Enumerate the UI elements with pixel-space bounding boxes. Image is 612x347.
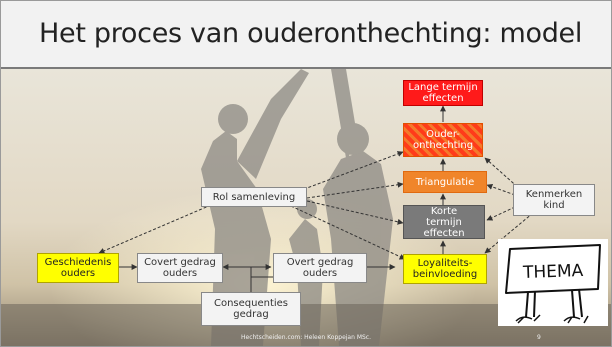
node-label: Loyaliteits-beinvloeding [412,258,478,280]
dash-rol-to-triangulatie [306,181,404,199]
node-label: Consequenties gedrag [213,298,289,320]
dash-rol-to-korte [306,200,404,225]
dash-rol-to-ouder [298,151,404,192]
dash-rol-to-geschiedenis [98,204,212,254]
node-korte-termijn-effecten: Korte termijn effecten [403,205,485,239]
node-label: Korte termijn effecten [423,205,465,239]
dash-kind-to-ouder [484,157,522,191]
node-label: Geschiedenis ouders [44,257,112,279]
slide-footer: Hechtscheiden.com: Heleen Koppejan MSc. [240,334,372,341]
node-covert-gedrag-ouders: Covert gedrag ouders [137,253,223,283]
thema-sign-illustration: THEMA [498,239,608,326]
node-geschiedenis-ouders: Geschiedenis ouders [37,253,119,283]
node-rol-samenleving: Rol samenleving [201,187,307,207]
dash-kind-to-korte [486,206,516,221]
node-label: Rol samenleving [212,191,296,203]
node-kenmerken-kind: Kenmerken kind [513,184,595,216]
node-label: Overt gedrag ouders [286,257,354,279]
node-label: Triangulatie [415,176,475,188]
node-label: Ouder-onthechting [412,129,474,151]
node-label: Kenmerken kind [525,189,583,211]
node-label: Lange termijn effecten [408,82,478,104]
sign-text: THEMA [522,261,584,283]
node-overt-gedrag-ouders: Overt gedrag ouders [273,253,367,283]
title-bar: Het proces van ouderonthechting: model [1,1,611,69]
dash-kind-to-loyaliteit [484,212,534,254]
node-consequenties-gedrag: Consequenties gedrag [201,292,301,326]
node-lange-termijn-effecten: Lange termijn effecten [403,80,483,106]
node-label: Covert gedrag ouders [144,257,216,279]
node-triangulatie: Triangulatie [403,171,487,193]
page-number: 9 [537,334,541,341]
node-loyaliteits-beinvloeding: Loyaliteits-beinvloeding [403,254,487,284]
node-ouderonthechting: Ouder-onthechting [403,123,483,157]
dash-rol-to-loyaliteit [290,205,406,260]
slide-title: Het proces van ouderonthechting: model [39,18,583,49]
dash-kind-to-triangulatie [486,183,516,196]
